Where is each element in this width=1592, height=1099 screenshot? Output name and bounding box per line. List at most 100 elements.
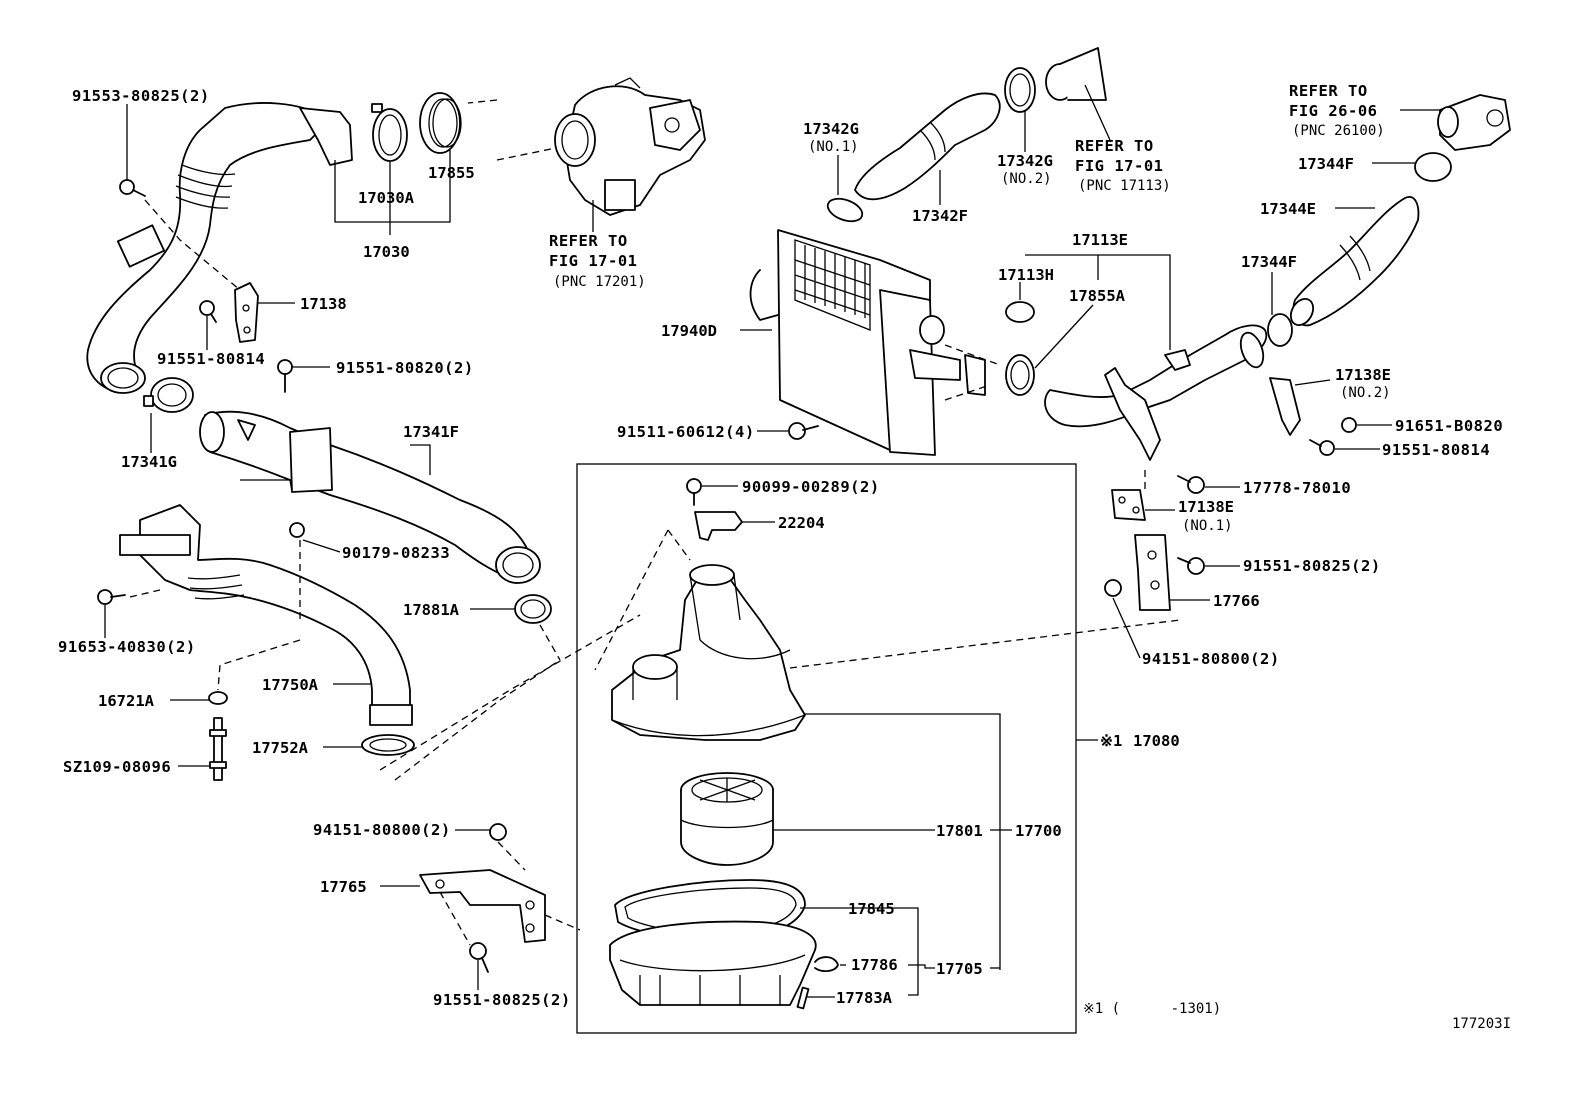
label-91551-80825-a: 91551-80825(2) [433, 991, 571, 1009]
label-17138: 17138 [300, 295, 347, 313]
label-17341G: 17341G [121, 453, 177, 471]
label-91511-60612: 91511-60612(4) [617, 423, 755, 441]
refer-turbo-line2: FIG 17-01 [549, 252, 638, 270]
label-17344F-a: 17344F [1298, 155, 1354, 173]
label-17940D: 17940D [661, 322, 717, 340]
label-17138E-no2-sub: (NO.2) [1340, 385, 1391, 401]
label-17765: 17765 [320, 878, 367, 896]
label-22204: 22204 [778, 514, 825, 532]
pin-17783A-illustration [796, 986, 810, 1010]
refer-17113-line1: REFER TO [1075, 137, 1154, 155]
bolt-90099-illustration [686, 478, 702, 506]
nut-90179-illustration [289, 522, 305, 538]
label-91651-B0820: 91651-B0820 [1395, 417, 1503, 435]
duct-17750A-illustration [119, 504, 413, 726]
label-17344E: 17344E [1260, 200, 1316, 218]
bolt-91551-80814-illustration [199, 300, 217, 323]
diagram-id: 177203I [1452, 1016, 1511, 1032]
refer-17113-line2: FIG 17-01 [1075, 157, 1164, 175]
label-17786: 17786 [851, 956, 898, 974]
assembly-note: ※1 ( -1301) [1083, 1001, 1221, 1017]
clamp-17342G-2-illustration [1004, 67, 1036, 113]
label-17113E: 17113E [1072, 231, 1128, 249]
label-17342G-no1: 17342G [803, 120, 859, 138]
clamp-17030A-illustration [371, 103, 408, 162]
washer-16721A-illustration [208, 691, 228, 705]
intercooler-17940D-illustration [749, 229, 986, 456]
label-17750A: 17750A [262, 676, 319, 694]
label-17138E-no1-sub: (NO.1) [1182, 518, 1233, 534]
label-91551-80825-b: 91551-80825(2) [1243, 557, 1381, 575]
label-91551-80820: 91551-80820(2) [336, 359, 474, 377]
refer-26100-line2: FIG 26-06 [1289, 102, 1378, 120]
refer-26100-line1: REFER TO [1289, 82, 1368, 100]
label-17030: 17030 [363, 243, 410, 261]
label-17342G-no2-sub: (NO.2) [1001, 171, 1052, 187]
pipe-17113E-illustration [1044, 324, 1268, 461]
clip-17786-illustration [814, 956, 839, 972]
clamp-17344F-b-illustration [1267, 313, 1293, 347]
label-17752A: 17752A [252, 739, 309, 757]
label-17080: 17080 [1133, 732, 1180, 750]
sensor-22204-illustration [694, 511, 743, 541]
refer-17113-line3: (PNC 17113) [1078, 178, 1171, 194]
label-17342G-no1-sub: (NO.1) [808, 139, 859, 155]
label-17783A: 17783A [836, 989, 893, 1007]
bracket-17138E-1-illustration [1111, 489, 1146, 521]
label-17705: 17705 [936, 960, 983, 978]
label-17030A: 17030A [358, 189, 415, 207]
label-90179-08233: 90179-08233 [342, 544, 450, 562]
label-17881A: 17881A [403, 601, 460, 619]
bolt-91553-illustration [119, 179, 146, 197]
bolt-17778-illustration [1177, 475, 1205, 494]
nut-94151-b-illustration [1104, 579, 1122, 597]
bolt-91511-illustration [788, 422, 819, 440]
label-16721A: 16721A [98, 692, 155, 710]
stud-SZ109-illustration [209, 717, 227, 781]
bolt-91651-illustration [1341, 417, 1357, 433]
air-cleaner-assembly-box [576, 463, 1077, 1034]
bolt-91551-80825-a-illustration [469, 942, 489, 973]
clamp-17342G-1-illustration [826, 197, 864, 223]
label-17766: 17766 [1213, 592, 1260, 610]
clamp-17855-illustration [419, 92, 462, 154]
hose-17030-illustration [86, 102, 353, 394]
refer-turbo-line1: REFER TO [549, 232, 628, 250]
bracket-17766-illustration [1134, 534, 1171, 611]
label-94151-80800-a: 94151-80800(2) [313, 821, 451, 839]
case-17705-illustration [609, 920, 817, 1006]
label-17342F: 17342F [912, 207, 968, 225]
label-17138E-no2: 17138E [1335, 366, 1391, 384]
leader-lines [104, 84, 1440, 998]
hose-17344E-illustration [1289, 195, 1420, 327]
label-17801: 17801 [936, 822, 983, 840]
bolt-91551-80825-b-illustration [1177, 557, 1205, 575]
label-17113H: 17113H [998, 266, 1054, 284]
hose-17855A-illustration [1005, 354, 1035, 396]
label-94151-80800-b: 94151-80800(2) [1142, 650, 1280, 668]
bracket-17765-illustration [419, 869, 546, 943]
pipe-17341F-illustration [199, 410, 541, 584]
refer-26100-line3: (PNC 26100) [1292, 123, 1385, 139]
label-SZ109-08096: SZ109-08096 [63, 758, 171, 776]
clamp-17341G-illustration [143, 377, 194, 413]
label-91551-80814-a: 91551-80814 [157, 350, 265, 368]
air-cleaner-cap-illustration [611, 564, 806, 741]
bracket-17138-illustration [234, 282, 259, 343]
label-17138E-no1: 17138E [1178, 498, 1234, 516]
label-91551-80814-b: 91551-80814 [1382, 441, 1490, 459]
label-90099-00289: 90099-00289(2) [742, 478, 880, 496]
hose-17342F-illustration [854, 92, 1001, 201]
label-17344F-b: 17344F [1241, 253, 1297, 271]
bolt-91653-illustration [97, 589, 126, 605]
clamp-17113H-illustration [1005, 301, 1035, 323]
label-91553-80825: 91553-80825(2) [72, 87, 210, 105]
pipe-17113-ref-illustration [1045, 47, 1107, 101]
filter-17801-illustration [680, 772, 774, 866]
bolt-91551-80814-b-illustration [1309, 439, 1335, 456]
label-17855: 17855 [428, 164, 475, 182]
bracket-17138E-2-illustration [1269, 377, 1301, 436]
label-91653-40830: 91653-40830(2) [58, 638, 196, 656]
